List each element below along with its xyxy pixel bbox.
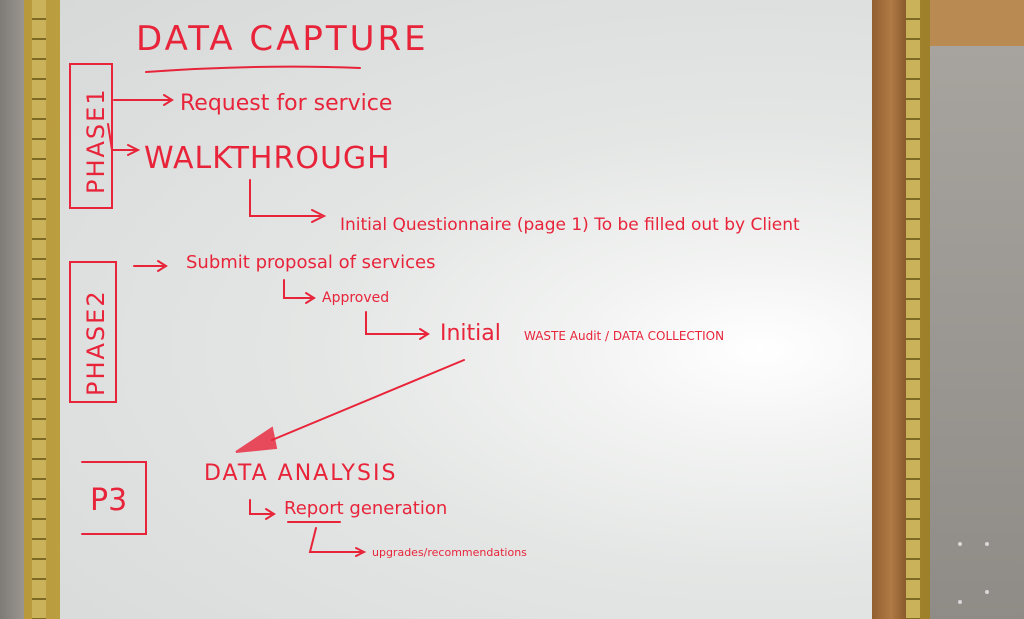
- step-submit-proposal: Submit proposal of services: [186, 252, 436, 273]
- phase3-label: P3: [90, 483, 127, 518]
- screw-icon: [985, 542, 989, 546]
- phase2-box: [69, 261, 117, 403]
- step-request: Request for service: [180, 91, 392, 116]
- screw-icon: [958, 600, 962, 604]
- step-waste-audit: WASTE Audit / DATA COLLECTION: [524, 329, 724, 343]
- title-underline: [145, 65, 361, 73]
- step-approved: Approved: [322, 290, 389, 306]
- screw-icon: [958, 542, 962, 546]
- phase2-label: PHASE2: [82, 289, 110, 396]
- gray-panel: [928, 46, 1024, 619]
- screw-icon: [985, 590, 989, 594]
- step-report: Report generation: [284, 498, 447, 519]
- phase1-box: [69, 63, 113, 209]
- step-upgrades: upgrades/recommendations: [372, 546, 527, 559]
- step-walkthrough: WALKTHROUGH: [144, 141, 391, 176]
- whiteboard-surface: [60, 0, 872, 619]
- step-initial: Initial: [440, 321, 501, 346]
- hinge-left: [32, 0, 46, 619]
- p3-box: [81, 461, 147, 535]
- wood-trim-right: [870, 0, 912, 619]
- phase1-label: PHASE1: [82, 87, 110, 194]
- board-title: DATA CAPTURE: [136, 19, 429, 59]
- step-initial-questionnaire: Initial Questionnaire (page 1) To be fil…: [340, 215, 800, 235]
- hinge-right: [906, 0, 920, 619]
- step-data-analysis: DATA ANALYSIS: [204, 461, 397, 486]
